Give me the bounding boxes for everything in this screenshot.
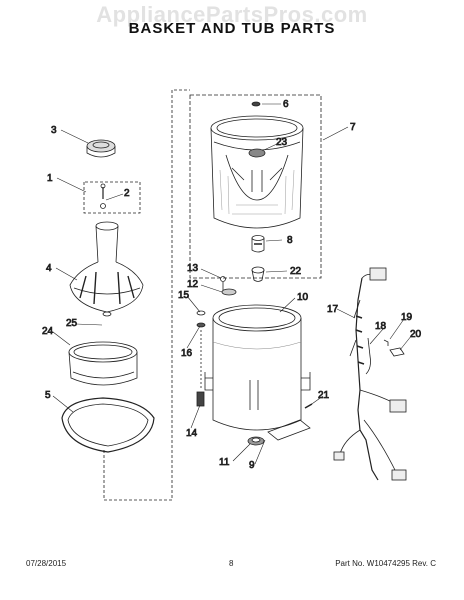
callout-20: 20 bbox=[410, 329, 422, 340]
part-3-cap bbox=[86, 139, 116, 158]
callout-15: 15 bbox=[178, 290, 190, 301]
callout-19: 19 bbox=[401, 312, 413, 323]
callout-4: 4 bbox=[46, 263, 52, 274]
part-13-washer bbox=[220, 276, 226, 290]
callout-25: 25 bbox=[66, 318, 78, 329]
part-22-seal bbox=[251, 266, 265, 282]
callout-14: 14 bbox=[186, 428, 198, 439]
callout-21: 21 bbox=[318, 390, 330, 401]
callout-17: 17 bbox=[327, 304, 339, 315]
leader-lines bbox=[52, 103, 413, 465]
callout-1: 1 bbox=[47, 173, 53, 184]
part-10-outer-tub bbox=[204, 304, 311, 431]
part-20-sensor bbox=[389, 347, 405, 357]
callout-22: 22 bbox=[290, 266, 302, 277]
callout-13: 13 bbox=[187, 263, 199, 274]
part-24-ring bbox=[68, 341, 138, 386]
part-5-balance-ring bbox=[61, 397, 155, 453]
callout-10: 10 bbox=[297, 292, 309, 303]
part-11-bearing bbox=[247, 436, 265, 446]
footer-page-number: 8 bbox=[229, 559, 234, 568]
part-19-clamp bbox=[383, 339, 389, 346]
callout-labels: 3 1 2 4 24 25 5 6 23 7 8 22 13 12 15 16 … bbox=[42, 99, 422, 472]
part-6-nut bbox=[251, 101, 261, 107]
footer-part-number: Part No. W10474295 Rev. C bbox=[335, 559, 436, 568]
watermark: AppliancePartsPros.com bbox=[96, 2, 368, 27]
callout-7: 7 bbox=[350, 122, 356, 133]
callout-2: 2 bbox=[124, 188, 130, 199]
part-15-grommet bbox=[196, 310, 206, 316]
part-12-seal bbox=[221, 288, 237, 296]
part-7-basket bbox=[210, 115, 304, 229]
callout-8: 8 bbox=[287, 235, 293, 246]
footer-date: 07/28/2015 bbox=[26, 559, 67, 568]
callout-3: 3 bbox=[51, 125, 57, 136]
part-8-coupling bbox=[251, 235, 265, 253]
callout-6: 6 bbox=[283, 99, 289, 110]
callout-23: 23 bbox=[276, 137, 288, 148]
callout-11: 11 bbox=[219, 457, 230, 468]
callout-18: 18 bbox=[375, 321, 387, 332]
kit-bracket-1 bbox=[83, 181, 141, 214]
part-16-clip bbox=[196, 322, 206, 328]
part-17-wire-harness bbox=[333, 267, 407, 481]
callout-5: 5 bbox=[45, 390, 51, 401]
callout-24: 24 bbox=[42, 326, 54, 337]
part-14-suspension-rod bbox=[196, 330, 205, 407]
part-4-impeller bbox=[69, 221, 144, 317]
callout-9: 9 bbox=[249, 460, 255, 471]
part-18-hose bbox=[365, 337, 371, 375]
diagram-title: BASKET AND TUB PARTS bbox=[128, 20, 336, 37]
callout-16: 16 bbox=[181, 348, 193, 359]
part-21-hose bbox=[267, 403, 313, 441]
callout-12: 12 bbox=[187, 279, 199, 290]
